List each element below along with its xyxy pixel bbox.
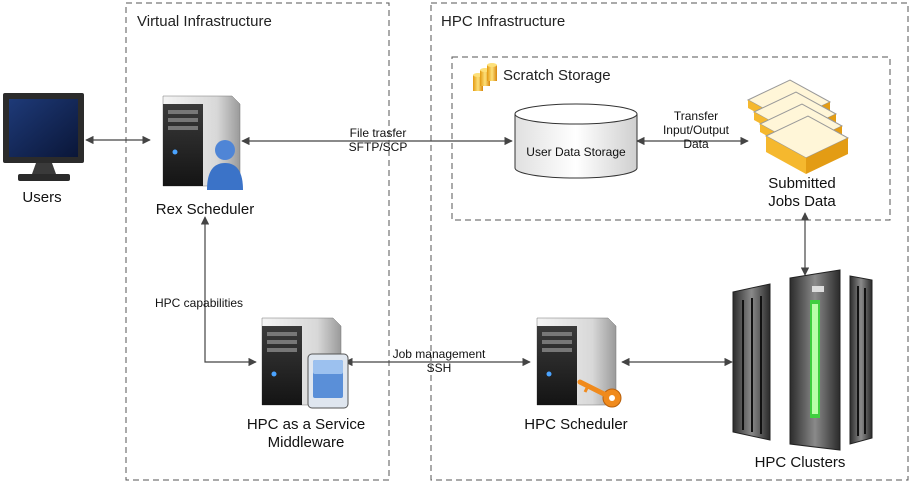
user-data-storage-label: User Data Storage	[526, 145, 626, 159]
database-cylinder-icon	[514, 103, 638, 179]
virtual-infrastructure-title: Virtual Infrastructure	[137, 13, 272, 30]
job-management-label: Job management SSH	[384, 347, 494, 375]
job-management-label-line2: SSH	[426, 361, 452, 375]
server-with-key-icon	[536, 317, 622, 408]
transfer-data-label-line1: Transfer	[673, 109, 719, 123]
transfer-data-label-line3: Data	[683, 137, 709, 151]
submitted-jobs-label-line2: Jobs Data	[768, 193, 836, 210]
submitted-jobs-label-line1: Submitted	[768, 175, 836, 192]
supercomputer-rack-icon	[732, 269, 873, 451]
file-transfer-label-line1: File trasfer	[349, 126, 407, 140]
stacked-files-icon	[746, 79, 850, 174]
submitted-jobs-label: Submitted Jobs Data	[752, 175, 852, 211]
middleware-label: HPC as a Service Middleware	[226, 416, 386, 452]
transfer-data-label-line2: Input/Output	[662, 123, 730, 137]
scratch-storage-title: Scratch Storage	[503, 67, 611, 84]
rex-scheduler-label: Rex Scheduler	[155, 201, 255, 218]
users-label: Users	[22, 189, 62, 206]
database-stack-icon	[473, 63, 497, 91]
hpc-infrastructure-title: HPC Infrastructure	[441, 13, 566, 30]
virtual-infrastructure-zone	[125, 2, 390, 481]
server-with-app-icon	[261, 317, 349, 409]
desktop-monitor-icon	[3, 93, 84, 181]
hpc-capabilities-label: HPC capabilities	[155, 296, 244, 310]
hpc-scheduler-label: HPC Scheduler	[524, 416, 628, 433]
file-transfer-label: File trasfer SFTP/SCP	[328, 126, 428, 154]
transfer-data-label: Transfer Input/Output Data	[646, 109, 746, 151]
job-management-label-line1: Job management	[392, 347, 486, 361]
hpc-clusters-label: HPC Clusters	[754, 454, 846, 471]
server-with-user-icon	[162, 95, 243, 190]
file-transfer-label-line2: SFTP/SCP	[348, 140, 408, 154]
rex-middleware-arrow	[200, 216, 257, 367]
middleware-label-line1: HPC as a Service	[246, 416, 366, 433]
hpc-infrastructure-zone	[430, 2, 909, 481]
middleware-label-line2: Middleware	[267, 434, 345, 451]
